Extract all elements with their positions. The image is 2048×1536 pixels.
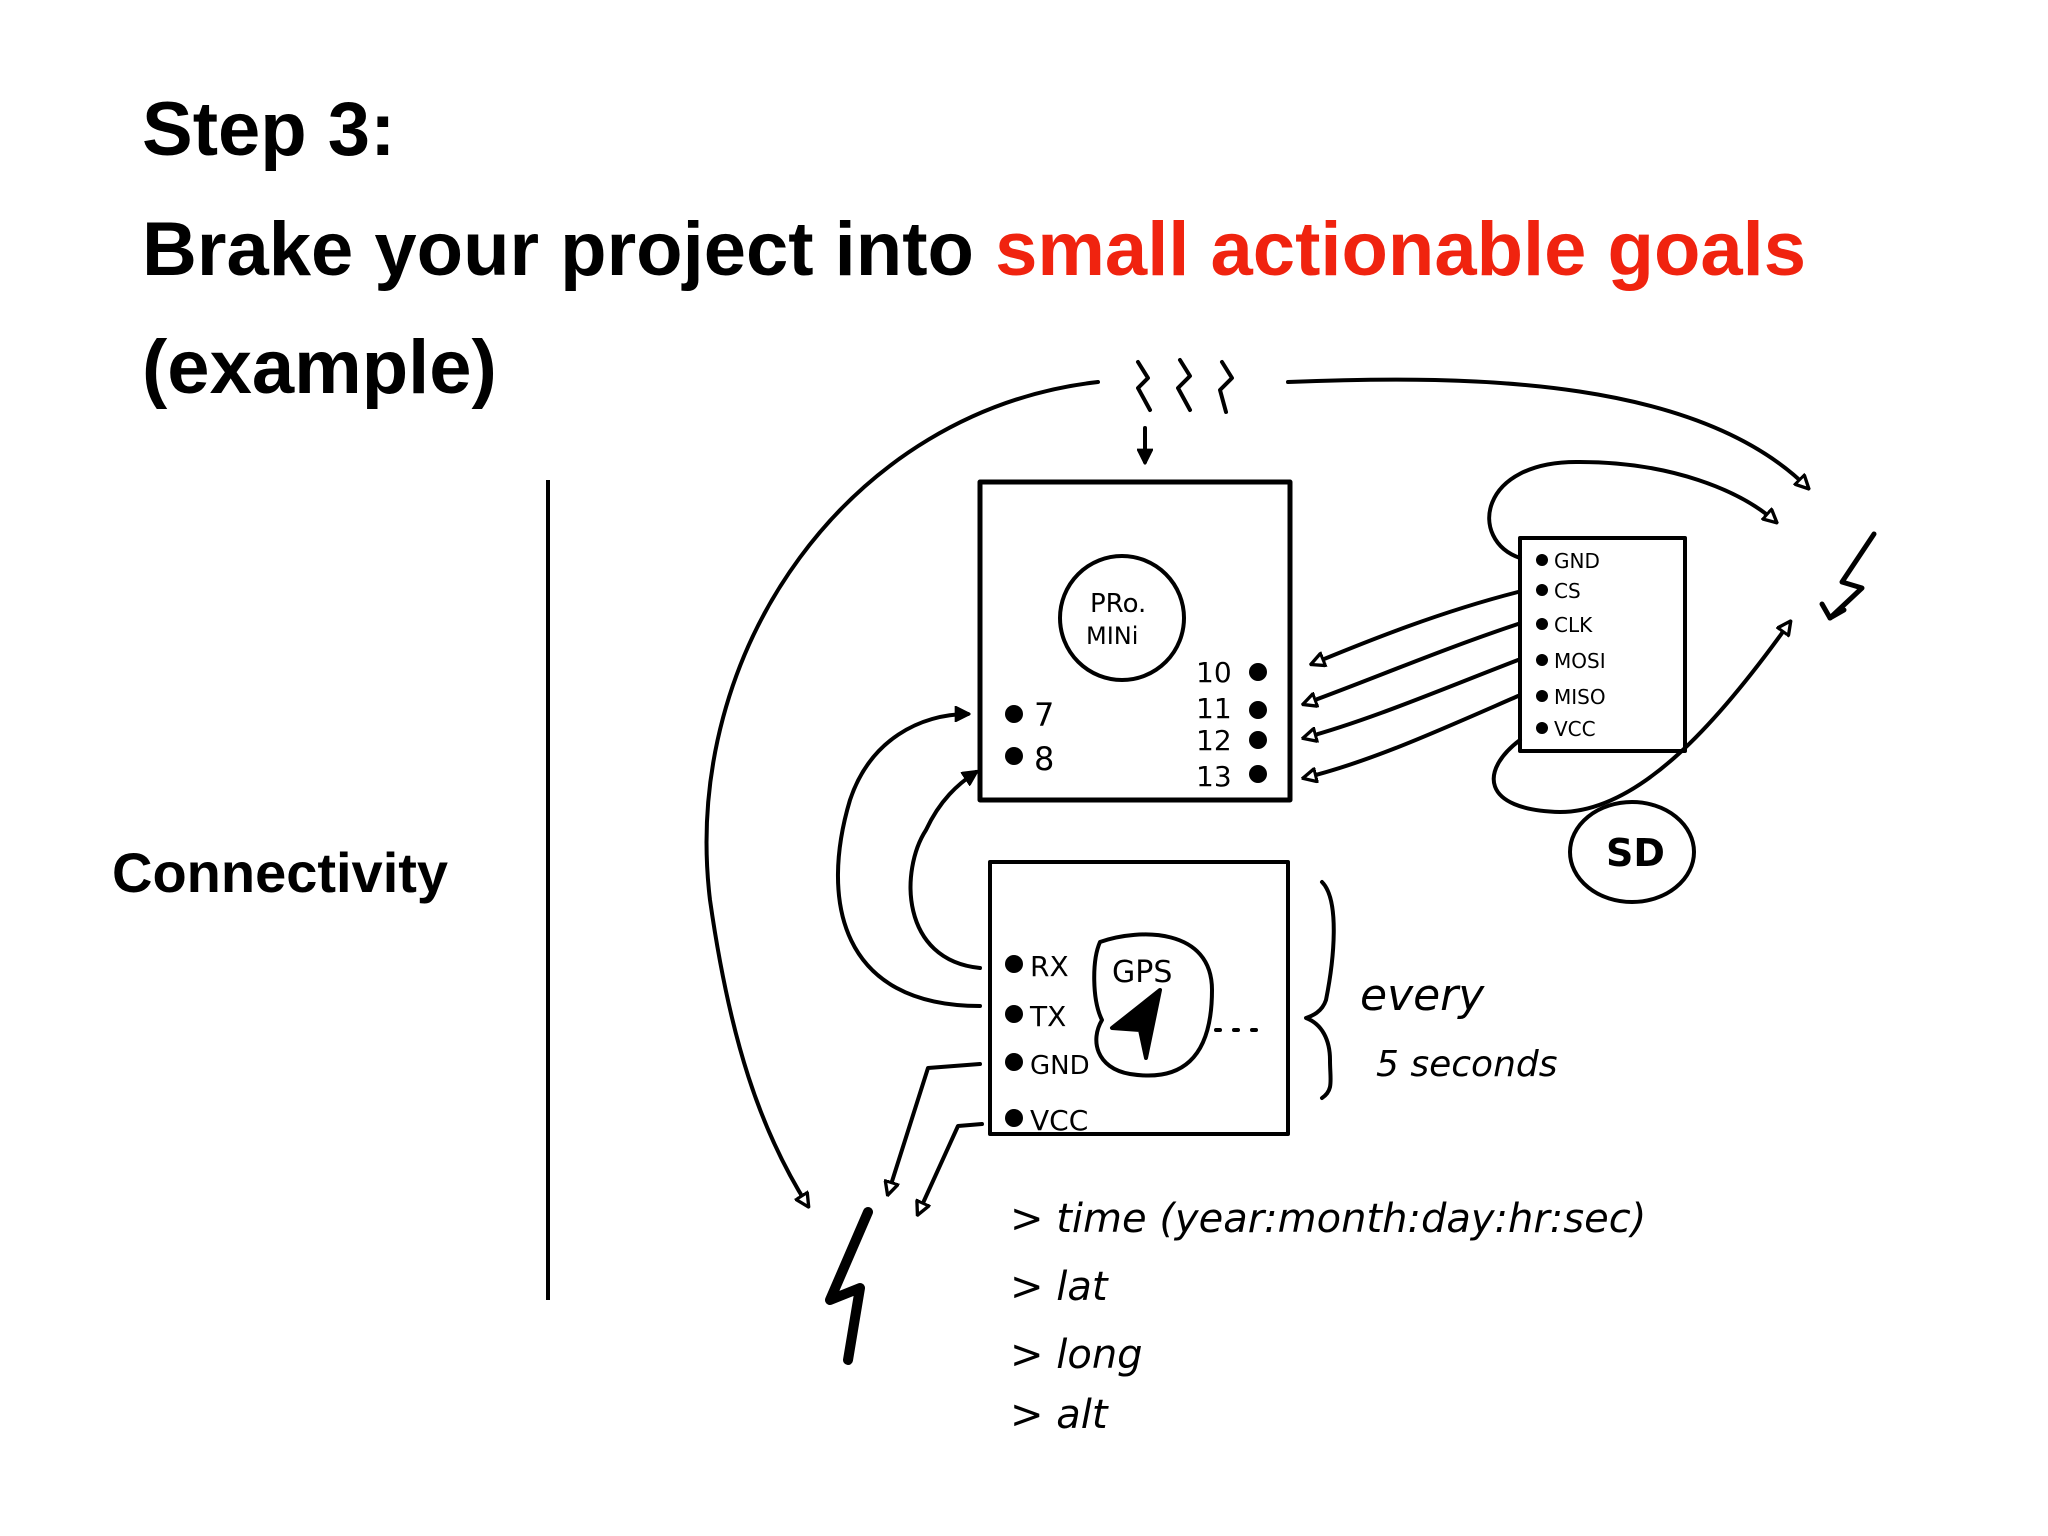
mcu-label-line2: MINi: [1086, 622, 1138, 650]
gps-arrow-icon: [1110, 988, 1162, 1060]
ground-bolt-icon: [825, 1207, 873, 1365]
sd-pin-clk: CLK: [1554, 613, 1593, 637]
sd-card-circle: [1568, 800, 1696, 904]
step-title: Step 3:: [142, 87, 396, 172]
power-wire-left: [704, 380, 1100, 1206]
mcu-label-line1: PRo.: [1090, 589, 1146, 619]
gps-pin-tx: TX: [1029, 1000, 1066, 1033]
gps-pin-rx: RX: [1030, 950, 1069, 983]
interval-line2: 5 seconds: [1376, 1044, 1558, 1085]
mcu-pin-11: 11: [1196, 692, 1232, 725]
pro-mini-board: [977, 479, 1293, 803]
gps-chip: [1092, 932, 1214, 1078]
gps-label: GPS: [1112, 955, 1172, 990]
mcu-pin-10: 10: [1196, 656, 1232, 689]
heading-example: (example): [142, 325, 497, 410]
mcu-right-pin-dots: [1249, 663, 1267, 783]
gps-board: [988, 860, 1290, 1136]
section-label: Connectivity: [112, 841, 449, 904]
sd-vcc-loop: [1491, 622, 1790, 814]
vertical-divider: [546, 480, 550, 1300]
sd-pin-dots: [1536, 554, 1548, 734]
interval-line1: every: [1360, 970, 1485, 1021]
heading-highlight: small actionable goals: [995, 207, 1807, 292]
sd-pin-mosi: MOSI: [1554, 649, 1606, 673]
interval-brace: [1304, 880, 1336, 1100]
output-long: > long: [1010, 1332, 1143, 1378]
power-bolt-icon: [1136, 358, 1234, 414]
slide-heading: Brake your project into small actionable…: [142, 212, 1806, 288]
sd-pin-cs: CS: [1554, 579, 1581, 603]
vcc-bolt-icon: [1827, 531, 1877, 621]
heading-prefix: Brake your project into: [142, 207, 996, 292]
mcu-pin-13: 13: [1196, 760, 1232, 793]
gps-tx-wire: [835, 714, 982, 1008]
gps-vcc-wire: [918, 1122, 984, 1214]
mcu-left-pin-dots: [1005, 705, 1023, 765]
sd-label: SD: [1606, 831, 1665, 875]
gps-gnd-wire: [888, 1062, 982, 1194]
output-lat: > lat: [1010, 1264, 1109, 1310]
mcu-pin-7: 7: [1034, 696, 1054, 734]
gps-rx-wire: [908, 772, 982, 970]
sd-pin-gnd: GND: [1554, 549, 1600, 573]
output-time: > time (year:month:day:hr:sec): [1010, 1196, 1646, 1242]
gps-pin-gnd: GND: [1030, 1051, 1090, 1081]
sd-pin-miso: MISO: [1554, 685, 1606, 709]
mcu-pin-12: 12: [1196, 724, 1232, 757]
gps-pin-dots: [1005, 955, 1023, 1127]
pro-mini-chip: [1058, 554, 1186, 682]
sd-module: [1518, 536, 1687, 753]
spi-wires: [1304, 590, 1520, 778]
gps-pin-vcc: VCC: [1030, 1104, 1088, 1137]
sd-gnd-loop: [1487, 459, 1776, 560]
mcu-pin-8: 8: [1034, 740, 1054, 778]
power-wire-right: [1286, 377, 1808, 488]
output-alt: > alt: [1010, 1392, 1109, 1438]
sd-pin-vcc: VCC: [1554, 717, 1596, 741]
